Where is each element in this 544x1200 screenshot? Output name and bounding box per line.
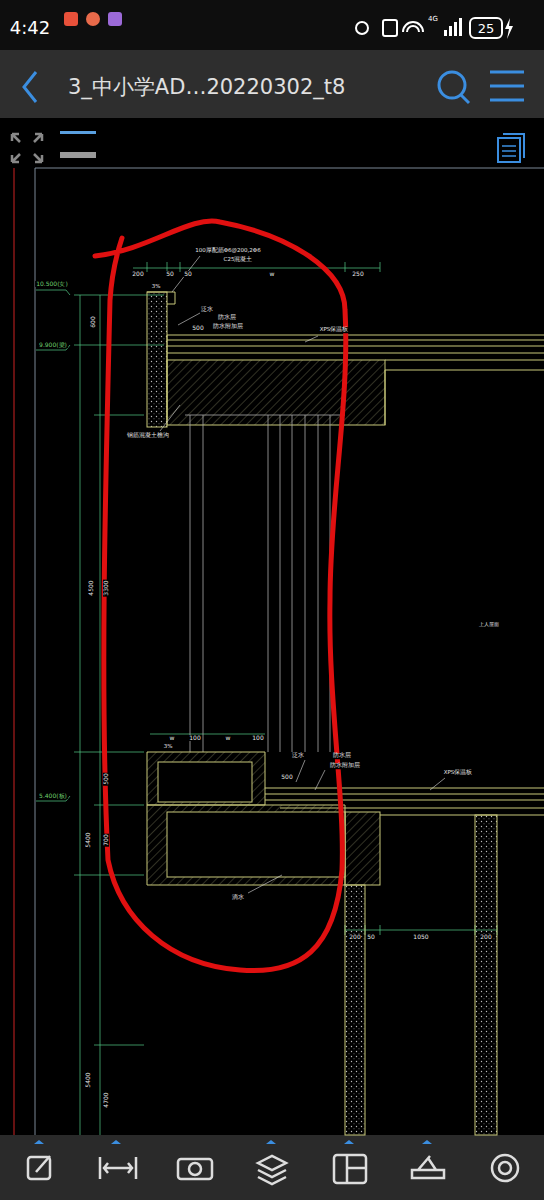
dimension-text: 50 (165, 271, 175, 277)
level-mark: 5.400(板) (38, 793, 68, 799)
insulation-note: XPS保温板 (319, 327, 350, 333)
dimension-text: 3300 (103, 579, 109, 596)
layer-note: 泛水 (200, 307, 214, 313)
layer-note: 防水附加层 (329, 763, 361, 769)
drip-note: 滴水 (231, 895, 245, 901)
slope-mark: 3% (163, 744, 174, 750)
dimension-text: 200 (479, 934, 492, 940)
dimension-text: 700 (103, 833, 109, 846)
dimension-text: 1050 (412, 934, 429, 940)
roof-note: 上人屋面 (478, 623, 500, 628)
dimension-text: 200 (131, 271, 144, 277)
layer-note: 防水附加层 (212, 323, 244, 329)
file-title: 3_中小学AD…20220302_t8 (68, 77, 345, 98)
rebar-note: 100厚配筋Φ6@200,2Φ6 (194, 248, 261, 254)
dimension-text: 500 (103, 772, 109, 785)
battery-level: 25 (478, 22, 495, 35)
dimension-text: 4500 (88, 579, 94, 596)
layer-note: 防水层 (332, 753, 352, 759)
dimension-text: 250 (351, 271, 364, 277)
dimension-text: 200 (348, 934, 361, 940)
dimension-text: 5400 (85, 831, 91, 848)
gutter-note: 钢筋混凝土檐沟 (126, 433, 170, 439)
dimension-text: 100 (251, 735, 264, 741)
dimension-text: 500 (280, 774, 293, 780)
dimension-text: 500 (191, 325, 204, 331)
dimension-text: 5400 (85, 1071, 91, 1088)
network-type: 4G (428, 16, 438, 23)
level-mark: 10.500(女) (35, 281, 69, 287)
dimension-text: w (169, 735, 176, 741)
dimension-text: 50 (183, 271, 193, 277)
dimension-text: 4700 (103, 1091, 109, 1108)
dimension-text: w (225, 735, 232, 741)
insulation-note: XPS保温板 (443, 770, 474, 776)
slope-mark: 3% (151, 284, 162, 290)
layer-note: 泛水 (291, 753, 305, 759)
material-note: C25混凝土 (223, 257, 254, 263)
level-mark: 9.900(梁) (38, 342, 68, 348)
dimension-text: w (269, 271, 276, 277)
dimension-text: 100 (188, 735, 201, 741)
layer-note: 防水层 (217, 315, 237, 321)
dimension-text: 50 (366, 934, 376, 940)
status-time: 4:42 (10, 19, 50, 37)
dimension-text: 600 (90, 315, 96, 328)
